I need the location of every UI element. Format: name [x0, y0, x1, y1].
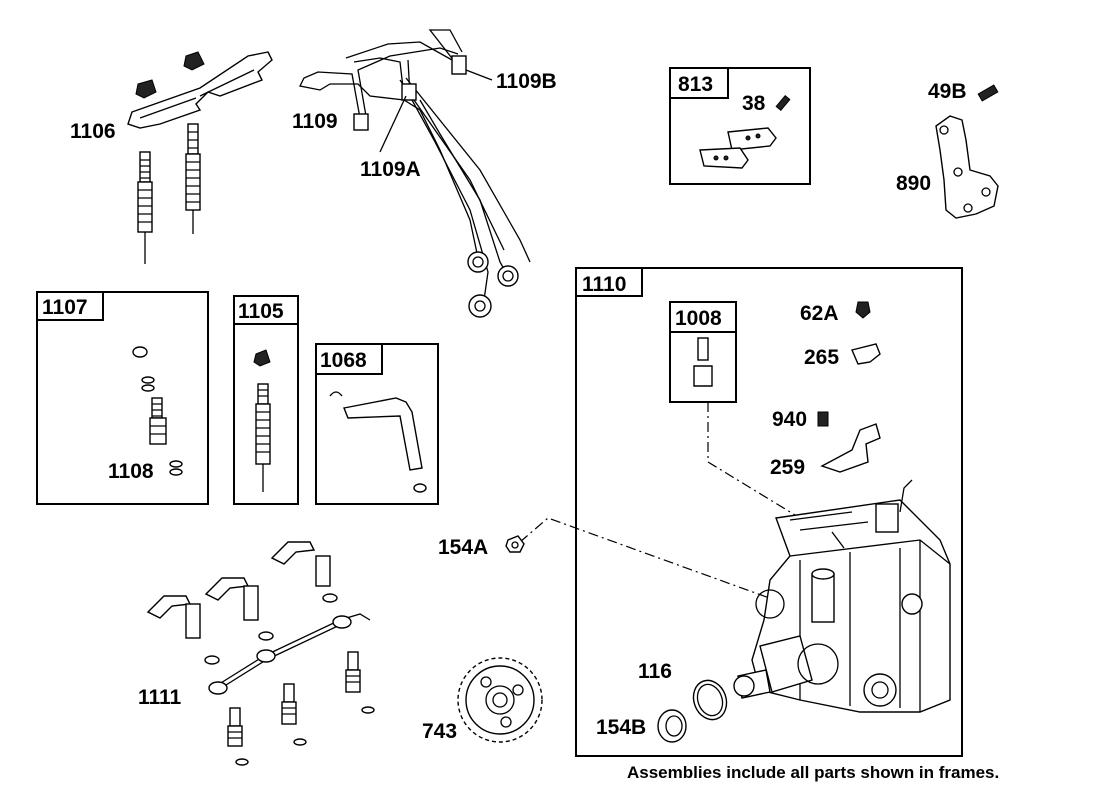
callout-49B: 49B [928, 80, 967, 103]
leader-1109A [379, 95, 407, 153]
part-injection-pump [733, 479, 951, 713]
part-743-gear [457, 657, 543, 743]
part-1111-return-lines [146, 541, 375, 766]
part-small-hardware [817, 301, 881, 473]
part-154B-nut [657, 709, 687, 743]
frame-1008 [669, 301, 737, 403]
callout-1105: 1105 [238, 300, 284, 323]
callout-1068: 1068 [320, 349, 367, 372]
callout-1109: 1109 [292, 110, 338, 133]
callout-1110: 1110 [582, 273, 626, 296]
part-1109-injection-lines [299, 29, 531, 318]
callout-1106: 1106 [70, 120, 116, 143]
callout-265: 265 [804, 346, 839, 369]
leader-154A-dashed [519, 517, 787, 605]
frame-813 [669, 67, 811, 185]
callout-62A: 62A [800, 302, 839, 325]
part-glow-plug-left [137, 151, 153, 264]
callout-890: 890 [896, 172, 931, 195]
part-glow-plug-right [185, 123, 201, 234]
part-1106-bracket [127, 51, 273, 129]
leader-1008-dashed [707, 402, 801, 519]
callout-1111: 1111 [138, 686, 182, 709]
callout-259: 259 [770, 456, 805, 479]
callout-1107: 1107 [42, 296, 88, 319]
callout-1109B: 1109B [496, 70, 557, 93]
leader-1109B [465, 69, 493, 81]
callout-154B: 154B [596, 716, 646, 739]
callout-154A: 154A [438, 536, 488, 559]
callout-940: 940 [772, 408, 807, 431]
footnote: Assemblies include all parts shown in fr… [627, 763, 1000, 782]
part-116-oring [692, 679, 728, 721]
frame-1068 [315, 343, 439, 505]
callout-38: 38 [742, 92, 766, 115]
callout-1008: 1008 [675, 307, 722, 330]
callout-116: 116 [638, 660, 672, 683]
part-154A-nut [505, 535, 525, 553]
frame-1110 [575, 267, 963, 757]
callout-743: 743 [422, 720, 457, 743]
callout-1109A: 1109A [360, 158, 421, 181]
callout-1108: 1108 [108, 460, 154, 483]
callout-813: 813 [678, 73, 713, 96]
part-890-bracket [935, 84, 999, 219]
frame-1107 [36, 291, 209, 505]
frame-1105 [233, 295, 299, 505]
